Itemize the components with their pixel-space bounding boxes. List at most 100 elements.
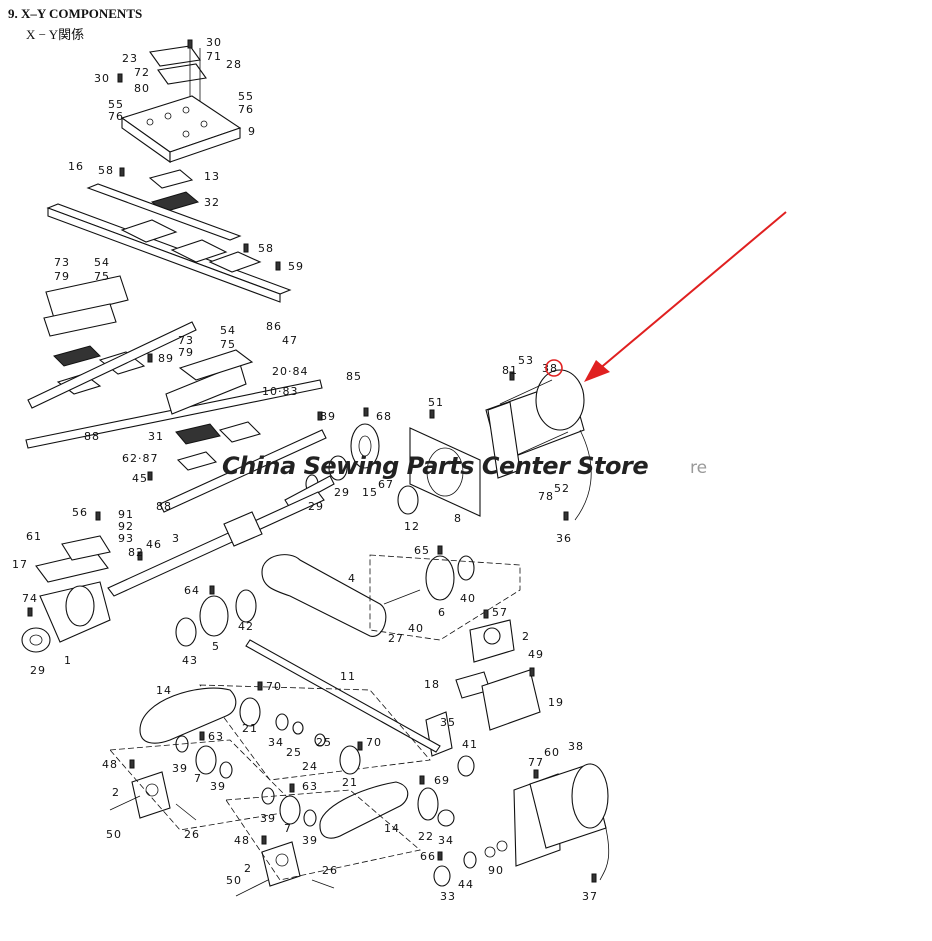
label-38b: 38 — [568, 740, 584, 753]
label-53: 53 — [518, 354, 534, 367]
label-29b: 29 — [308, 500, 324, 513]
label-73a: 73 — [54, 256, 70, 269]
part-labels: 30 71 28 23 72 80 30 55 76 55 76 9 16 58… — [12, 36, 597, 903]
label-42: 42 — [238, 620, 254, 633]
lower-belt-14-group — [109, 687, 361, 831]
label-55a: 55 — [108, 98, 124, 111]
label-69: 69 — [434, 774, 450, 787]
label-9: 9 — [248, 125, 256, 138]
gear-pulley-group — [284, 423, 419, 515]
label-34a: 34 — [268, 736, 284, 749]
label-23: 23 — [122, 52, 138, 65]
label-70b: 70 — [366, 736, 382, 749]
label-5: 5 — [212, 640, 220, 653]
label-76b: 76 — [238, 103, 254, 116]
label-91: 91 — [118, 508, 134, 521]
ball-screw-shaft — [21, 491, 325, 653]
label-45: 45 — [132, 472, 148, 485]
label-61: 61 — [26, 530, 42, 543]
label-57: 57 — [492, 606, 508, 619]
label-75b: 75 — [220, 338, 236, 351]
label-64: 64 — [184, 584, 200, 597]
label-50a: 50 — [106, 828, 122, 841]
label-68: 68 — [376, 410, 392, 423]
label-52: 52 — [554, 482, 570, 495]
label-46: 46 — [146, 538, 162, 551]
label-30a: 30 — [206, 36, 222, 49]
label-11: 11 — [340, 670, 356, 683]
label-56: 56 — [72, 506, 88, 519]
label-21a: 21 — [242, 722, 258, 735]
label-13: 13 — [204, 170, 220, 183]
label-10-83: 10·83 — [262, 385, 299, 398]
label-20-84: 20·84 — [272, 365, 309, 378]
highlight-annotation — [545, 211, 787, 382]
label-44: 44 — [458, 878, 474, 891]
label-66: 66 — [420, 850, 436, 863]
label-35: 35 — [440, 716, 456, 729]
label-58b: 58 — [258, 242, 274, 255]
label-80: 80 — [134, 82, 150, 95]
label-19: 19 — [548, 696, 564, 709]
page-title: 9. X–Y COMPONENTS — [8, 6, 143, 21]
highlight-circle — [545, 359, 563, 377]
label-32: 32 — [204, 196, 220, 209]
label-63a: 63 — [208, 730, 224, 743]
label-39b: 39 — [210, 780, 226, 793]
label-2a: 2 — [522, 630, 530, 643]
label-54a: 54 — [94, 256, 110, 269]
brackets-group — [425, 619, 541, 777]
label-67: 67 — [378, 478, 394, 491]
label-71: 71 — [206, 50, 222, 63]
label-43: 43 — [182, 654, 198, 667]
label-77: 77 — [528, 756, 544, 769]
label-89a: 89 — [158, 352, 174, 365]
label-1: 1 — [64, 654, 72, 667]
pulley-6-group — [369, 554, 521, 641]
label-26a: 26 — [184, 828, 200, 841]
label-15: 15 — [362, 486, 378, 499]
label-79b: 79 — [178, 346, 194, 359]
label-79a: 79 — [54, 270, 70, 283]
label-51: 51 — [428, 396, 444, 409]
label-41: 41 — [462, 738, 478, 751]
label-73b: 73 — [178, 334, 194, 347]
label-6: 6 — [438, 606, 446, 619]
highlight-arrow-shaft — [597, 211, 787, 371]
label-17: 17 — [12, 558, 28, 571]
label-81: 81 — [502, 364, 518, 377]
watermark-tail: re — [690, 458, 708, 478]
label-58a: 58 — [98, 164, 114, 177]
label-3: 3 — [172, 532, 180, 545]
label-49: 49 — [528, 648, 544, 661]
label-86: 86 — [266, 320, 282, 333]
label-24: 24 — [302, 760, 318, 773]
label-70a: 70 — [266, 680, 282, 693]
label-93: 93 — [118, 532, 134, 545]
label-40a: 40 — [460, 592, 476, 605]
label-47: 47 — [282, 334, 298, 347]
label-16: 16 — [68, 160, 84, 173]
label-55b: 55 — [238, 90, 254, 103]
label-7a: 7 — [194, 772, 202, 785]
label-36: 36 — [556, 532, 572, 545]
label-21b: 21 — [342, 776, 358, 789]
label-76a: 76 — [108, 110, 124, 123]
long-shaft-11 — [199, 639, 441, 781]
label-2b: 2 — [112, 786, 120, 799]
label-62-87: 62·87 — [122, 452, 159, 465]
label-29a: 29 — [334, 486, 350, 499]
lower-belt-14b-group — [225, 781, 421, 897]
label-4: 4 — [348, 572, 356, 585]
label-72: 72 — [134, 66, 150, 79]
label-2c: 2 — [244, 862, 252, 875]
label-26b: 26 — [322, 864, 338, 877]
label-28: 28 — [226, 58, 242, 71]
store-watermark: China Sewing Parts Center Store — [222, 452, 649, 480]
label-90: 90 — [488, 864, 504, 877]
label-78: 78 — [538, 490, 554, 503]
label-25b: 25 — [316, 736, 332, 749]
label-40b: 40 — [408, 622, 424, 635]
label-14a: 14 — [156, 684, 172, 697]
